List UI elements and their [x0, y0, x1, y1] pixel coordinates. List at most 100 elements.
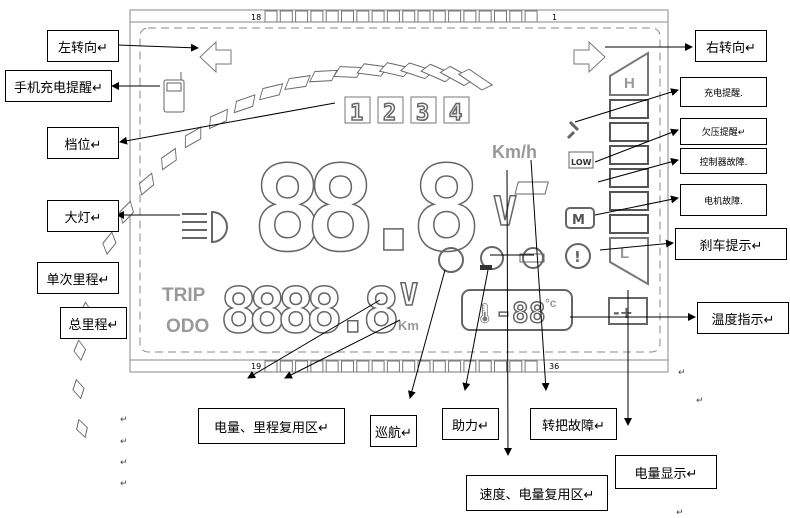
pin	[448, 10, 462, 23]
display-area	[139, 27, 661, 353]
pin	[341, 360, 354, 373]
battery-level-bar: H L	[609, 51, 649, 286]
pin	[264, 360, 278, 373]
label-assist: 助力↵	[442, 408, 499, 440]
gear-indicator: 1 2 3 4	[344, 96, 470, 127]
label-temperature: 温度指示↵	[697, 302, 789, 334]
svg-text:-+: -+	[613, 303, 633, 322]
pin	[509, 360, 523, 373]
pin	[478, 360, 492, 373]
trip-text: TRIP	[162, 285, 206, 306]
pin	[325, 10, 339, 23]
gear-4: 4	[449, 101, 462, 126]
pin	[494, 360, 507, 373]
pin	[402, 10, 416, 23]
label-charge: 充电提醒.	[680, 77, 767, 107]
phone-icon	[163, 72, 185, 113]
headlight-icon	[182, 210, 228, 244]
pin	[279, 360, 293, 373]
pin	[264, 10, 278, 23]
speed-unit: Km/h	[492, 142, 537, 162]
pin	[279, 10, 293, 23]
battery-arc-segment	[102, 231, 117, 256]
pin	[310, 360, 324, 373]
svg-text:M: M	[572, 213, 585, 228]
label-right-turn: 右转向↵	[695, 30, 767, 62]
volt-unit-big: V	[493, 189, 517, 235]
pin	[386, 10, 400, 23]
pin	[310, 10, 324, 23]
pin-label: 18	[251, 13, 261, 22]
paragraph-mark: ↵	[120, 415, 128, 425]
battery-arc-segment	[258, 83, 284, 101]
paragraph-mark: ↵	[676, 508, 684, 518]
svg-text:!: !	[574, 248, 581, 266]
pin	[295, 10, 309, 23]
pin	[417, 360, 431, 373]
right-turn-arrow-icon	[573, 40, 606, 74]
label-cruise: 巡航↵	[370, 415, 417, 447]
pin	[325, 360, 339, 373]
pin	[341, 10, 354, 23]
pin	[494, 10, 507, 23]
pin	[371, 10, 385, 23]
paragraph-mark: ↵	[696, 396, 704, 406]
battery-arc-segment	[138, 172, 155, 196]
label-phone-charge: 手机充电提醒↵	[5, 70, 112, 102]
label-trip: 单次里程↵	[37, 262, 119, 294]
cruise-icon	[438, 247, 464, 273]
label-left-turn: 左转向↵	[47, 30, 119, 62]
battery-arc-segment	[420, 63, 456, 83]
battery-arc-segment	[161, 147, 177, 171]
label-throttle-fault: 转把故障↵	[530, 408, 617, 440]
battery-arc-segment	[233, 94, 256, 114]
paragraph-mark: ↵	[120, 479, 128, 489]
motor-fault-icon: M	[565, 207, 595, 229]
callout-lines	[111, 43, 696, 456]
throttle-fault-icon	[519, 247, 545, 269]
pin	[509, 10, 523, 23]
pin-label: 36	[549, 362, 559, 371]
label-brake: 刹车提示↵	[675, 228, 787, 260]
pin	[463, 10, 477, 23]
assist-icon	[480, 246, 504, 270]
label-headlight: 大灯↵	[47, 200, 119, 232]
svg-text:🌡: 🌡	[472, 301, 497, 325]
pin	[402, 360, 416, 373]
pin	[478, 10, 492, 23]
label-speed-battery: 速度、电量复用区↵	[466, 475, 608, 511]
volt-unit-small: V	[400, 278, 418, 313]
paragraph-mark: ↵	[120, 437, 128, 447]
left-turn-arrow-icon	[199, 40, 232, 74]
svg-text:L: L	[620, 245, 629, 262]
pin	[417, 10, 431, 23]
label-gear: 档位↵	[47, 127, 119, 159]
gear-2: 2	[383, 101, 396, 126]
low-voltage-icon: LOW	[568, 151, 594, 169]
battery-arc-segment	[457, 68, 494, 91]
svg-text:LOW: LOW	[571, 158, 592, 167]
pin-label: 19	[251, 362, 261, 371]
pin	[524, 360, 538, 373]
battery-arc-segment	[119, 200, 134, 225]
battery-arc-segment	[284, 75, 311, 91]
label-undervoltage: 欠压提醒↵	[680, 118, 767, 145]
label-controller-fault: 控制器故障.	[680, 148, 767, 174]
pin	[386, 360, 400, 373]
pin	[371, 360, 385, 373]
charge-plug-icon	[566, 120, 580, 140]
temperature-unit: °c	[545, 296, 557, 310]
label-battery-display: 电量显示↵	[615, 455, 717, 489]
odo-text: ODO	[166, 316, 209, 337]
pin	[432, 360, 446, 373]
battery-arc-segment	[72, 378, 85, 400]
pin	[524, 10, 538, 23]
gear-1: 1	[350, 101, 363, 126]
pin	[432, 10, 446, 23]
temperature-display: 🌡 -88 °c	[461, 289, 573, 331]
km-unit: Km	[398, 318, 419, 333]
odometer-digits: 8888.8	[220, 274, 400, 347]
battery-arc-segment	[76, 418, 88, 439]
battery-arc-segment	[184, 126, 202, 149]
